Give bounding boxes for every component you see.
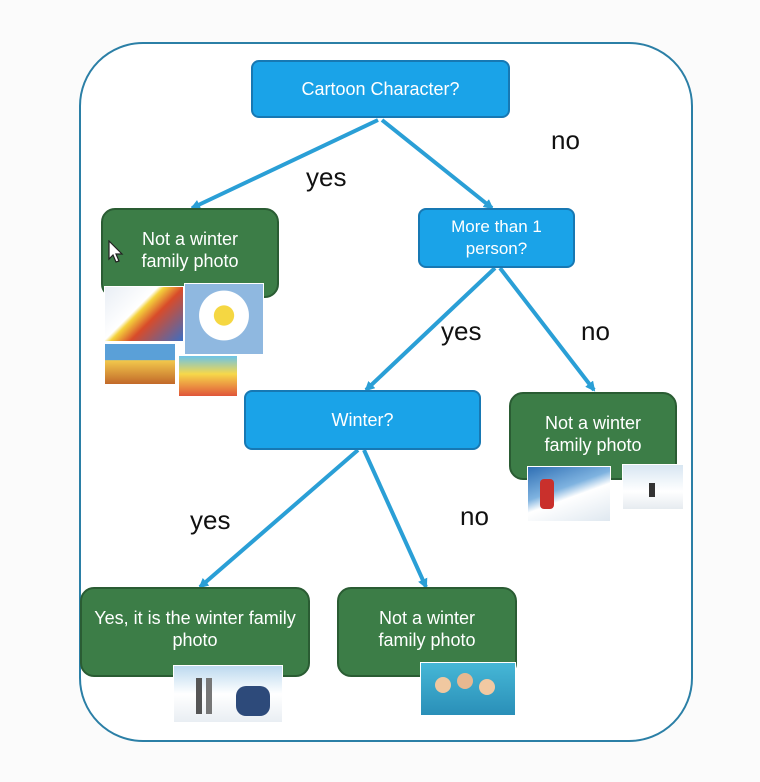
- arrow-root-to-cartoon-leaf: [190, 118, 379, 210]
- node-cartoon-character: Cartoon Character?: [251, 60, 510, 118]
- winter-family-photo: [173, 665, 283, 723]
- arrow-root-to-persons: [380, 118, 494, 210]
- pool-family-photo: [420, 662, 516, 716]
- arrow-winter-to-yes-leaf: [198, 448, 360, 589]
- edge-label-winter-no: no: [460, 501, 489, 531]
- skier-photo-1: [527, 466, 611, 522]
- cartoon-photo-snowball: [104, 286, 184, 342]
- mouse-cursor-icon: [108, 240, 124, 263]
- arrow-persons-to-winter: [364, 266, 497, 392]
- edge-label-persons-no: no: [581, 316, 610, 346]
- edge-label-root-no: no: [551, 125, 580, 155]
- cartoon-photo-homer: [184, 283, 264, 355]
- arrow-persons-to-single-leaf: [498, 266, 596, 392]
- skier-photo-2: [622, 464, 684, 510]
- edge-label-winter-yes: yes: [190, 505, 231, 535]
- node-more-than-one-person: More than 1 person?: [418, 208, 575, 268]
- cartoon-photo-family-couch: [104, 343, 176, 385]
- leaf-winter-family-photo: Yes, it is the winter family photo: [80, 587, 310, 677]
- node-winter: Winter?: [244, 390, 481, 450]
- edge-label-root-yes: yes: [306, 162, 347, 192]
- arrow-winter-to-nowinter-leaf: [362, 449, 428, 589]
- edge-label-persons-yes: yes: [441, 316, 482, 346]
- cartoon-photo-beach: [178, 355, 238, 397]
